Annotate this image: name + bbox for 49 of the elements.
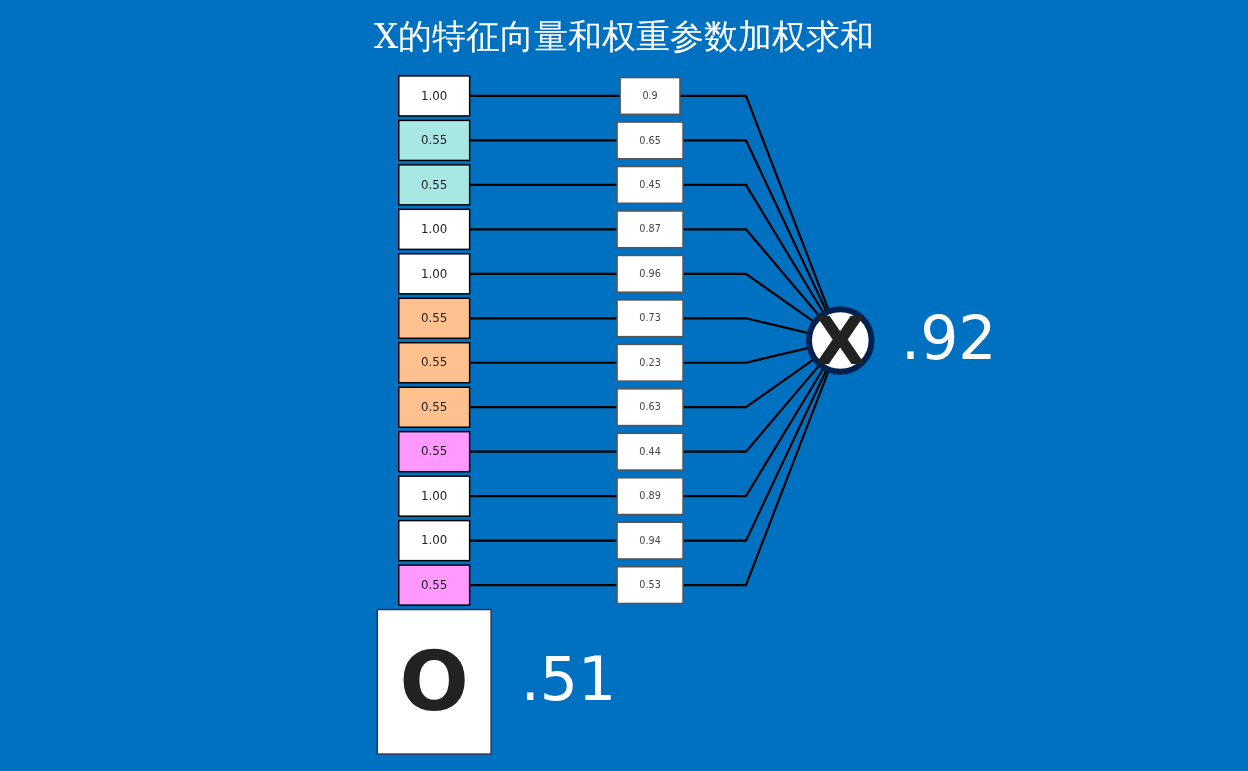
node-box: 1.00 [397,75,470,117]
connector [682,366,825,498]
connector [682,183,825,315]
connector [682,139,828,313]
connector [469,361,617,364]
node-box: 0.55 [397,342,470,384]
connector [469,183,617,186]
node-box: 0.89 [615,477,684,516]
score-value: .92 [901,302,997,373]
node-box: 0.23 [615,343,684,382]
node-box: 0.65 [615,121,684,160]
connector [469,406,617,409]
node-circle: X [805,306,875,375]
connector [469,539,617,542]
title: X的特征向量和权重参数加权求和 [372,15,876,58]
node-box: 0.55 [397,564,470,606]
node-box: 0.9 [618,76,681,115]
connector [469,317,617,320]
node-box: 0.96 [615,254,684,293]
node-box: 0.94 [615,521,684,560]
node-box: 0.53 [615,566,684,605]
connector [469,495,617,498]
node-box: 0.63 [615,388,684,427]
connector [682,369,830,587]
node-box: O [376,608,492,755]
connector [682,357,815,409]
node-box: 0.73 [615,299,684,338]
node-box: 0.55 [397,297,470,340]
node-box: 0.87 [615,210,684,249]
node-box: 0.55 [397,164,470,206]
node-box: 0.45 [615,165,684,204]
connector [469,94,620,98]
connector [682,272,815,324]
connector [469,139,617,142]
connector [469,272,617,275]
score-value: .51 [520,643,617,714]
connector [682,368,828,542]
node-box: 0.44 [615,432,684,471]
node-box: 0.55 [397,386,470,428]
node-box: 1.00 [397,475,470,517]
node-box: 1.00 [397,519,470,562]
node-box: 0.55 [397,119,470,162]
connector [469,450,617,453]
node-box: 1.00 [397,253,470,295]
node-box: 1.00 [397,208,470,251]
connector [469,584,617,587]
connector [469,228,617,231]
node-box: 0.55 [397,430,470,473]
connector [679,94,830,312]
